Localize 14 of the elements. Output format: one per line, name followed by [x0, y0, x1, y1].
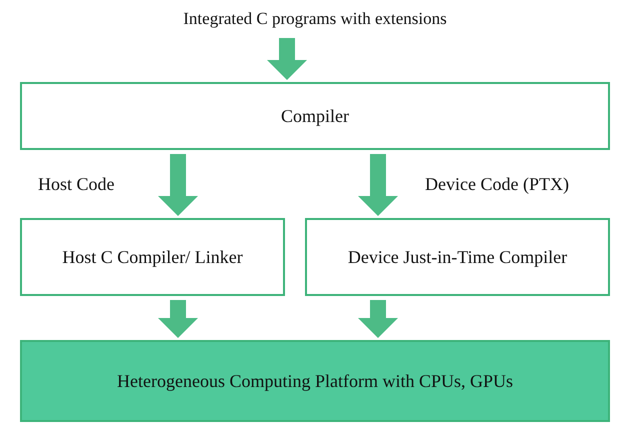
node-label: Host C Compiler/ Linker [61, 246, 244, 269]
process-box [20, 218, 285, 296]
process-box [305, 218, 610, 296]
process-box [20, 82, 610, 150]
block-arrow [267, 38, 307, 80]
block-arrow [358, 154, 398, 216]
input-text: Integrated C programs with extensions [55, 4, 575, 34]
platform-box [20, 340, 610, 422]
block-arrow [158, 300, 198, 338]
node-label: Device Just-in-Time Compiler [346, 246, 568, 269]
block-arrow [358, 300, 398, 338]
block-arrow [158, 154, 198, 216]
node-label: Compiler [280, 104, 350, 128]
node-label: Heterogeneous Computing Platform with CPUs, GPUs [116, 370, 514, 393]
